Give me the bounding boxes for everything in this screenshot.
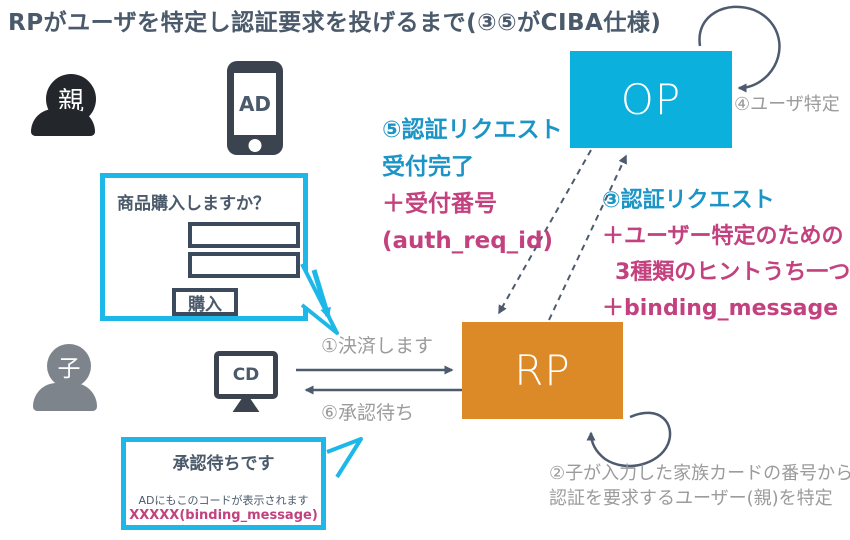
step3-line4: ＋binding_message	[602, 296, 839, 321]
step2-line2: 認証を要求するユーザー(親)を特定	[549, 488, 833, 509]
waiting-note: ADにもこのコードが表示されます	[138, 494, 309, 507]
op-box: OP	[570, 51, 732, 148]
step5-line3: ＋受付番号	[382, 191, 497, 217]
step6-waiting-label: ⑥承認待ち	[321, 402, 415, 424]
parent-avatar-body	[31, 109, 95, 136]
rp-label: RP	[514, 346, 571, 395]
smartphone-home-button	[248, 139, 262, 152]
op-label: OP	[620, 75, 682, 124]
smartphone-screen: AD	[234, 73, 276, 135]
child-label: 子	[57, 356, 81, 382]
step2-line1: ②子が入力した家族カードの番号から	[549, 463, 850, 484]
step3-line1: ③認証リクエスト	[602, 188, 775, 213]
waiting-binding-code: XXXXX(binding_message)	[129, 508, 318, 523]
page-title: RPがユーザを特定し認証要求を投げるまで(③⑤がCIBA仕様)	[8, 10, 662, 36]
step5-auth-accepted-note: ⑤認証リクエスト 受付完了 ＋受付番号 (auth_req_id)	[382, 112, 562, 260]
purchase-question: 商品購入しますか？	[117, 194, 270, 214]
monitor-screen: CD	[219, 356, 273, 394]
op-self-loop-arrow	[698, 5, 781, 93]
dashed-arrow-rp-to-op	[548, 154, 627, 321]
step1-payment-label: ①決済します	[321, 335, 434, 357]
purchase-input-2	[188, 252, 300, 278]
rp-self-loop-arrow	[586, 411, 672, 468]
step5-line2: 受付完了	[382, 154, 474, 180]
step3-auth-request-note: ③認証リクエスト ＋ユーザー特定のための 3種類のヒントうち一つ ＋bindin…	[602, 183, 850, 327]
step3-line3: 3種類のヒントうち一つ	[615, 260, 850, 285]
child-avatar-body	[33, 383, 97, 411]
step5-line1: ⑤認証リクエスト	[382, 117, 563, 143]
purchase-input-1	[188, 222, 300, 248]
ad-device-label: AD	[238, 92, 272, 116]
dashed-arrow-op-to-rp	[498, 149, 592, 315]
step4-user-identify-label: ④ユーザ特定	[734, 94, 840, 115]
smartphone-icon: AD	[227, 61, 283, 155]
cd-device-label: CD	[232, 365, 260, 385]
child-avatar-icon: 子	[47, 344, 91, 388]
step3-line2: ＋ユーザー特定のための	[602, 224, 844, 249]
buy-button: 購入	[172, 288, 238, 316]
waiting-bubble: 承認待ちです ADにもこのコードが表示されます XXXXX(binding_me…	[121, 437, 326, 530]
purchase-bubble: 商品購入しますか？ 購入	[100, 173, 308, 321]
waiting-title: 承認待ちです	[172, 454, 275, 474]
step2-identify-note: ②子が入力した家族カードの番号から 認証を要求するユーザー(親)を特定	[549, 461, 850, 511]
step5-line4: (auth_req_id)	[382, 228, 554, 254]
monitor-icon: CD	[214, 351, 278, 399]
rp-box: RP	[462, 322, 623, 419]
